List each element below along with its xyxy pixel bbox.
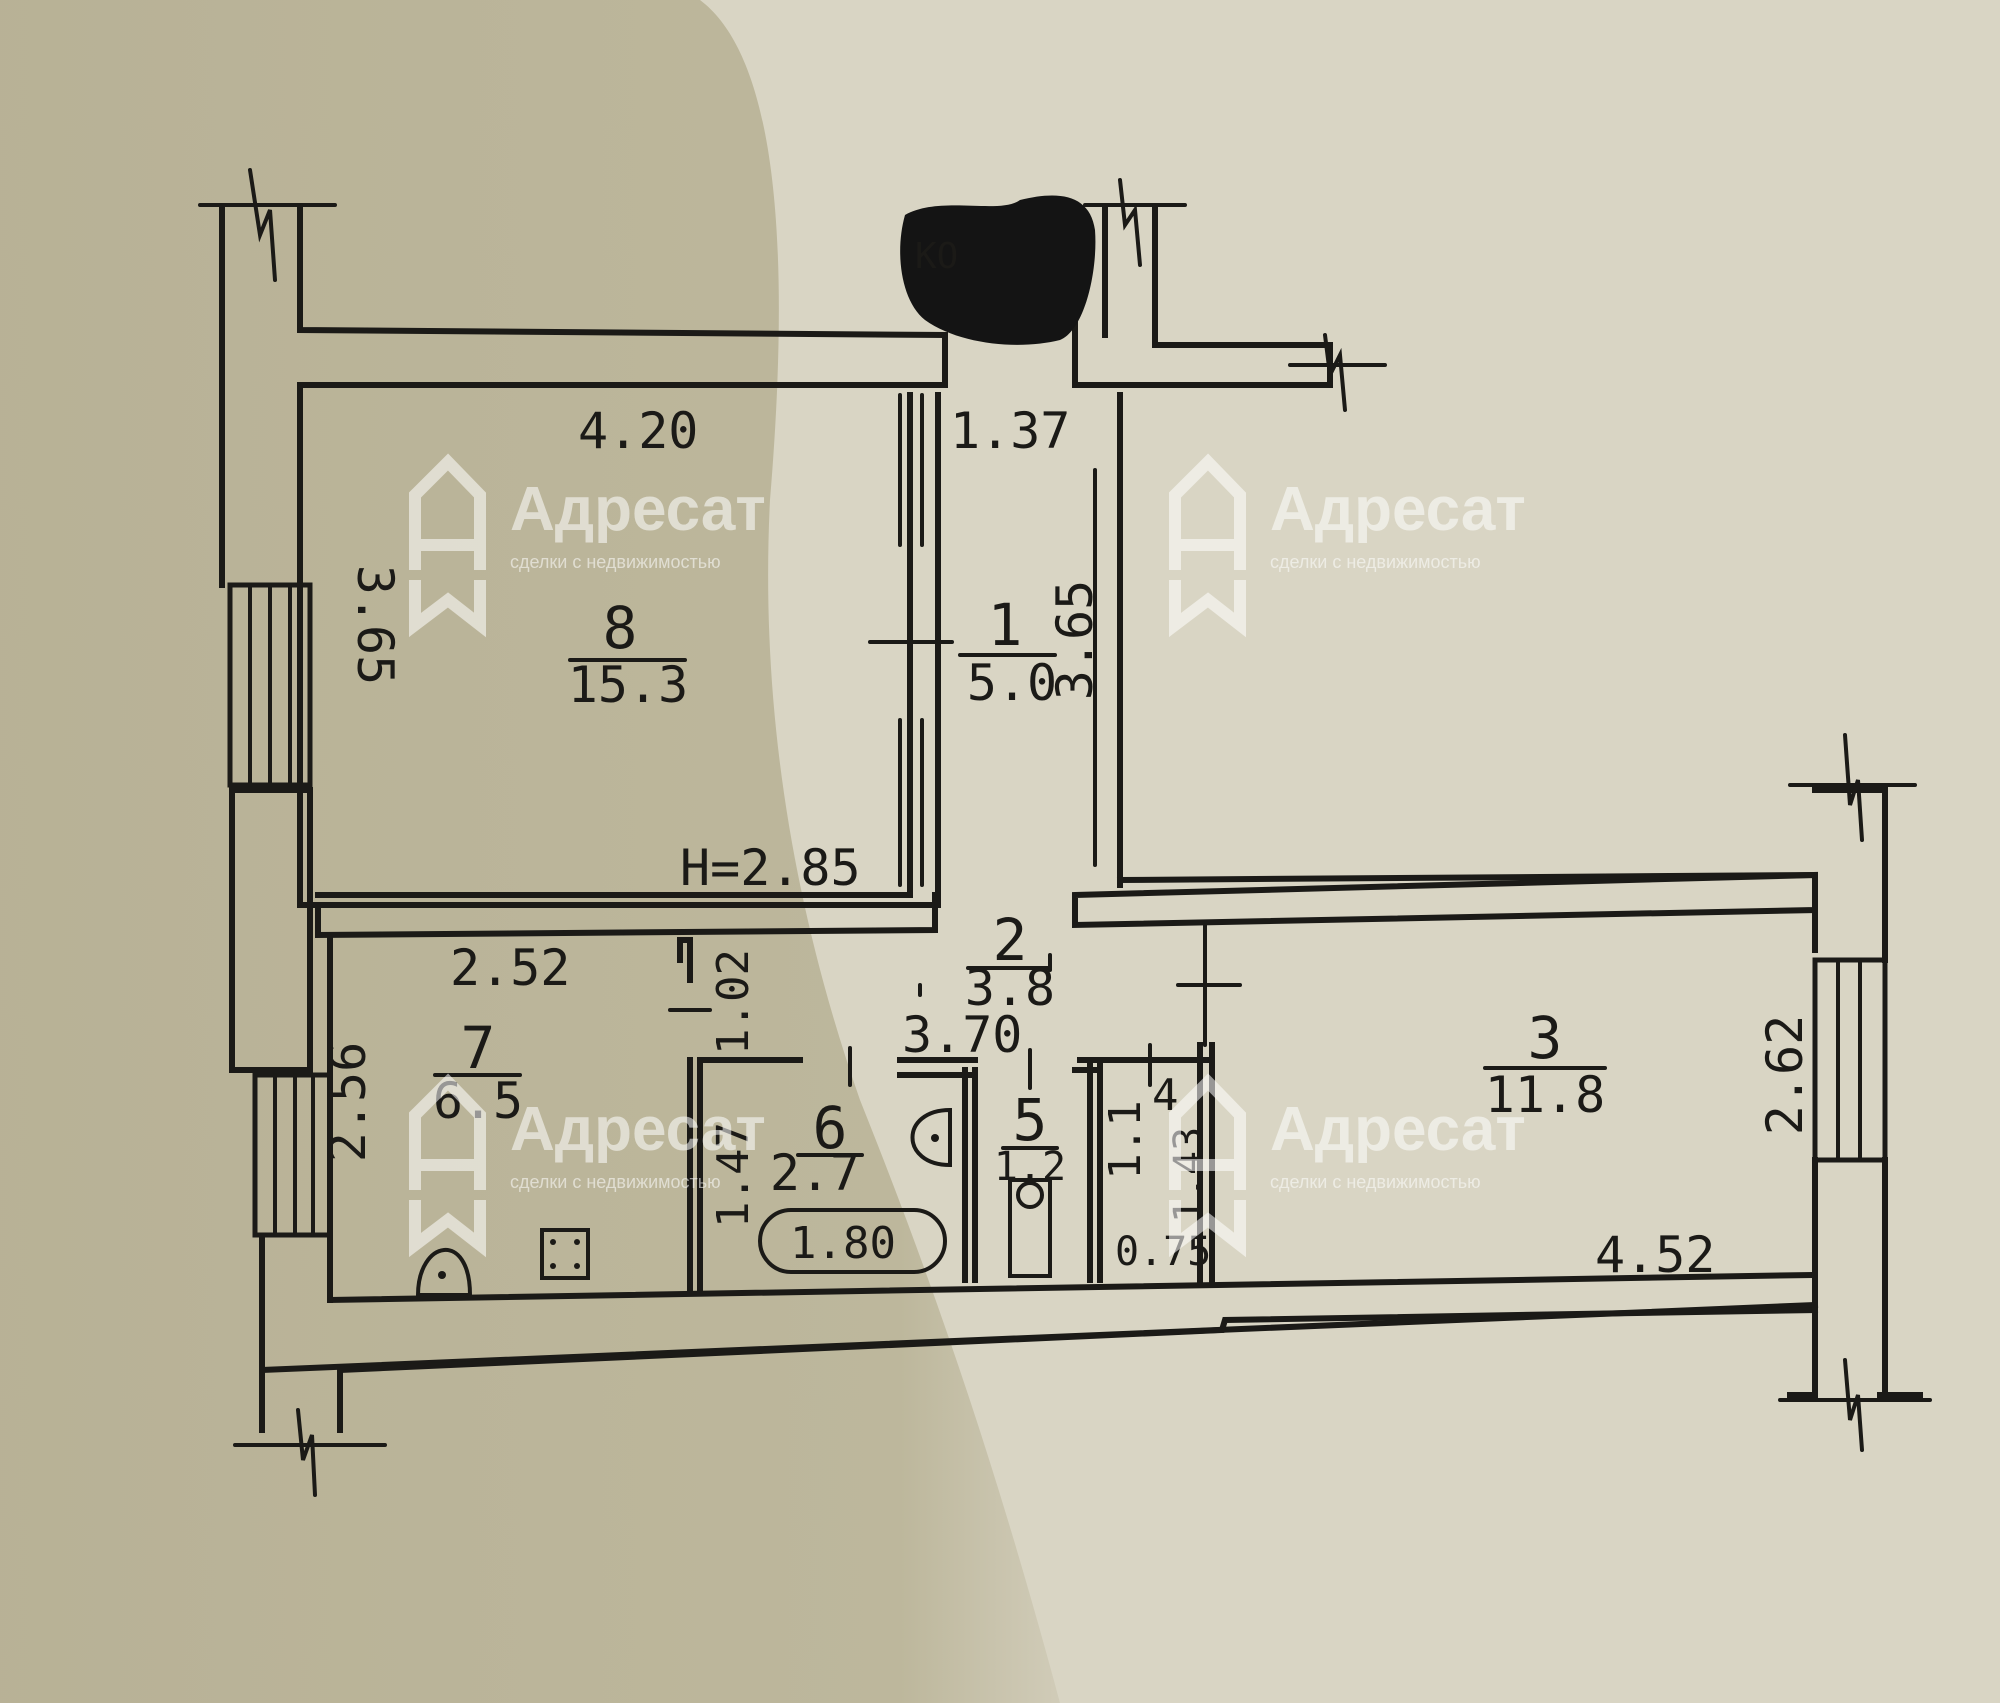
labels: 8 15.3 1 5.0 2 3.8 7 6.5 6 2.7 5 1.2 1.1… xyxy=(319,402,1814,1284)
watermark-brand: Адресат xyxy=(510,475,766,544)
dim-3-65-left: 3.65 xyxy=(346,565,404,685)
redaction-mark xyxy=(900,195,1096,345)
ceiling-height: H=2.85 xyxy=(680,839,861,897)
room-3-number: 3 xyxy=(1528,1004,1563,1072)
watermark-house-icon xyxy=(409,453,486,638)
room-2-area: 3.8 xyxy=(965,959,1055,1017)
watermark-brand: Адресат xyxy=(510,1095,766,1164)
room-2-number: 2 xyxy=(993,906,1028,974)
room-1-number: 1 xyxy=(988,591,1023,659)
dim-1-80: 1.80 xyxy=(790,1218,896,1269)
dim-4-20: 4.20 xyxy=(578,402,698,460)
room-6-area: 2.7 xyxy=(770,1144,860,1202)
break-marks xyxy=(198,168,1932,1497)
room-8-number: 8 xyxy=(603,594,638,662)
watermark-2: Адресат сделки с недвижимостью xyxy=(1169,453,1526,638)
room-6-number: 6 xyxy=(813,1094,848,1162)
fixtures xyxy=(415,1107,1052,1297)
stamp-label: КО xyxy=(915,236,958,277)
watermark-tagline: сделки с недвижимостью xyxy=(1270,1172,1481,1192)
watermark-house-icon xyxy=(409,1073,486,1258)
watermark-house-icon xyxy=(1169,1073,1246,1258)
watermark-1: Адресат сделки с недвижимостью xyxy=(409,453,766,638)
watermark-house-icon xyxy=(1169,453,1246,638)
watermark-tagline: сделки с недвижимостью xyxy=(510,1172,721,1192)
room-1-area: 5.0 xyxy=(967,654,1057,712)
dim-1-47: 1.47 xyxy=(708,1122,759,1228)
dim-2-62: 2.62 xyxy=(1756,1015,1814,1135)
room-5-number: 5 xyxy=(1013,1086,1048,1154)
watermark-brand: Адресат xyxy=(1270,1095,1526,1164)
window-right xyxy=(1812,957,1888,1163)
dim-3-65-mid: 3.65 xyxy=(1046,580,1104,700)
watermark-4: Адресат сделки с недвижимостью xyxy=(1169,1073,1526,1258)
dim-2-52: 2.52 xyxy=(450,939,570,997)
watermarks: Адресат сделки с недвижимостью Адресат с… xyxy=(409,453,1526,1258)
room-7-number: 7 xyxy=(461,1014,496,1082)
dim-1-02: 1.02 xyxy=(708,949,759,1055)
room-5-area: 1.2 xyxy=(994,1144,1066,1190)
washbasin-icon xyxy=(910,1107,952,1168)
dim-2-56: 2.56 xyxy=(319,1042,377,1162)
sink-icon xyxy=(415,1248,473,1297)
toilet-icon xyxy=(1008,1178,1052,1278)
watermark-brand: Адресат xyxy=(1270,475,1526,544)
dim-4-52: 4.52 xyxy=(1595,1226,1715,1284)
dim-3-70: 3.70 xyxy=(902,1006,1022,1064)
stove-icon xyxy=(540,1228,590,1280)
watermark-3: Адресат сделки с недвижимостью xyxy=(409,1073,766,1258)
watermark-tagline: сделки с недвижимостью xyxy=(1270,552,1481,572)
walls xyxy=(219,207,1923,1433)
room-8-area: 15.3 xyxy=(568,656,688,714)
bathtub-icon xyxy=(758,1208,947,1274)
window-left-top xyxy=(227,582,313,788)
watermark-tagline: сделки с недвижимостью xyxy=(510,552,721,572)
room-4-area: 1.1 xyxy=(1100,1100,1151,1179)
dim-1-37: 1.37 xyxy=(950,402,1070,460)
room-3-area: 11.8 xyxy=(1485,1066,1605,1124)
